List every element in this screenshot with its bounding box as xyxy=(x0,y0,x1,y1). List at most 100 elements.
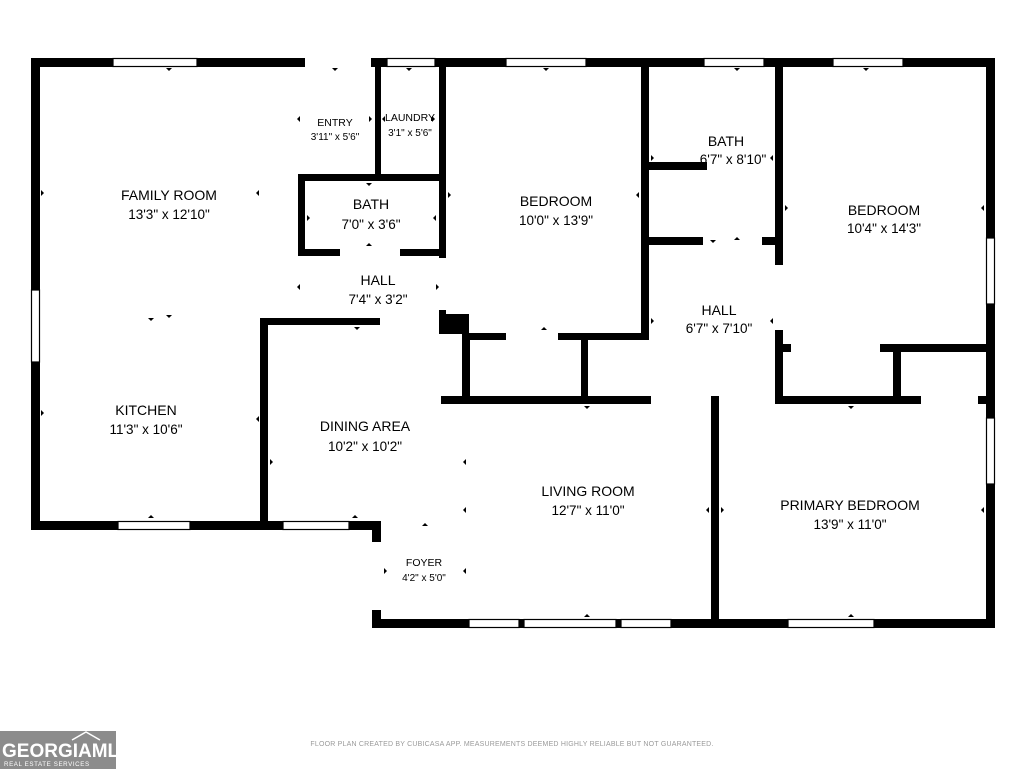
bath-2-label: BATH xyxy=(708,133,744,149)
dimension-tick xyxy=(770,155,773,161)
dimension-tick xyxy=(354,327,360,330)
wall-outer-right xyxy=(986,58,995,628)
dimension-tick xyxy=(848,614,854,617)
logo-sub-text: REAL ESTATE SERVICES xyxy=(4,761,90,768)
wall-bedroom1-bottom-a xyxy=(462,333,506,340)
dimension-tick xyxy=(541,327,547,330)
dimension-tick xyxy=(463,507,466,513)
logo-main-text: GEORGIAMLS xyxy=(2,741,132,762)
dimension-tick xyxy=(297,116,300,122)
dimension-tick xyxy=(981,507,984,513)
wall-primary-top-right xyxy=(978,396,995,404)
door-foyer-left xyxy=(372,542,381,610)
dimension-tick xyxy=(770,318,773,324)
wall-closet-mid xyxy=(581,333,588,403)
dimension-tick xyxy=(433,215,436,221)
window-family-top xyxy=(112,57,198,68)
walls xyxy=(31,58,995,628)
bath-1-dims: 7'0" x 3'6" xyxy=(341,217,400,232)
wall-bedroom1-right xyxy=(641,58,649,340)
dimension-tick xyxy=(734,68,740,71)
door-bedroom1-hall xyxy=(439,258,446,310)
door-entry-top xyxy=(305,58,371,67)
dimension-tick xyxy=(422,523,428,526)
dimension-tick xyxy=(166,315,172,318)
family-room-label: FAMILY ROOM xyxy=(121,187,217,203)
dimension-tick xyxy=(706,507,709,513)
dimension-tick xyxy=(270,459,273,465)
room-labels: FAMILY ROOM 13'3" x 12'10" KITCHEN 11'3"… xyxy=(109,112,921,584)
dimension-ticks xyxy=(41,68,984,617)
window-primary-right xyxy=(985,417,996,485)
wall-bath1-top xyxy=(298,174,445,181)
hall-1-label: HALL xyxy=(360,272,395,288)
dimension-tick xyxy=(463,568,466,574)
bedroom-1-label: BEDROOM xyxy=(520,193,592,209)
wall-dining-top xyxy=(260,318,380,325)
door-closet2-right xyxy=(921,396,978,404)
dimension-tick xyxy=(584,614,590,617)
door-bedroom2-left xyxy=(775,265,783,330)
hall-2-dims: 6'7" x 7'10" xyxy=(686,321,753,336)
wall-primary-top xyxy=(775,396,921,404)
primary-bedroom-dims: 13'9" x 11'0" xyxy=(813,517,886,532)
primary-bedroom-label: PRIMARY BEDROOM xyxy=(780,497,920,513)
window-bedroom1-top xyxy=(505,57,587,68)
wall-bath2-bottom-b xyxy=(762,237,782,245)
bedroom-1-dims: 10'0" x 13'9" xyxy=(519,213,593,228)
dimension-tick xyxy=(332,68,338,71)
dimension-tick xyxy=(651,318,654,324)
dimension-tick xyxy=(366,183,372,186)
wall-bedroom1-bottom-b xyxy=(558,333,649,340)
dimension-tick xyxy=(384,568,387,574)
window-bedroom2-top xyxy=(832,57,904,68)
dimension-tick xyxy=(436,284,439,290)
living-room-label: LIVING ROOM xyxy=(541,483,634,499)
living-room-dims: 12'7" x 11'0" xyxy=(551,503,624,518)
entry-label: ENTRY xyxy=(317,117,352,129)
window-living-bottom-2 xyxy=(523,618,617,629)
wall-bedroom2-left xyxy=(775,58,783,404)
entry-dims: 3'11" x 5'6" xyxy=(311,132,360,143)
dimension-tick xyxy=(463,459,466,465)
hall-1-dims: 7'4" x 3'2" xyxy=(348,292,407,307)
dimension-tick xyxy=(848,406,854,409)
dimension-tick xyxy=(166,68,172,71)
disclaimer-text: FLOOR PLAN CREATED BY CUBICASA APP. MEAS… xyxy=(310,741,713,748)
door-bedroom1-bottom xyxy=(506,333,558,340)
window-living-bottom-3 xyxy=(620,618,672,629)
windows xyxy=(30,57,996,629)
wall-outer-bottom-left xyxy=(31,521,381,530)
dimension-tick xyxy=(863,68,869,71)
door-bath2-bottom xyxy=(703,237,762,245)
bedroom-2-dims: 10'4" x 14'3" xyxy=(847,221,921,236)
door-gaps xyxy=(305,58,978,610)
bath-2-dims: 6'7" x 8'10" xyxy=(700,152,767,167)
dimension-tick xyxy=(651,155,654,161)
window-family-left xyxy=(30,289,41,363)
dimension-tick xyxy=(256,416,259,422)
bath-1-label: BATH xyxy=(353,196,389,212)
window-dining-bottom xyxy=(282,520,350,531)
dimension-tick xyxy=(543,68,549,71)
dimension-tick xyxy=(406,68,412,71)
dimension-tick xyxy=(584,406,590,409)
dimension-tick xyxy=(41,410,44,416)
laundry-label: LAUNDRY xyxy=(385,112,435,124)
window-bath2-top xyxy=(703,57,765,68)
wall-kitchen-dining xyxy=(260,318,268,530)
dimension-tick xyxy=(785,205,788,211)
dimension-tick xyxy=(981,205,984,211)
kitchen-dims: 11'3" x 10'6" xyxy=(109,422,182,437)
logo-roof-icon xyxy=(71,731,101,741)
wall-entry-laundry xyxy=(375,58,381,178)
dimension-tick xyxy=(636,192,639,198)
wall-bedroom2-bottom xyxy=(880,344,995,352)
dimension-tick xyxy=(297,284,300,290)
window-bedroom2-right xyxy=(985,237,996,305)
dimension-tick xyxy=(710,240,716,243)
dimension-tick xyxy=(307,215,310,221)
wall-bedroom1-corner xyxy=(439,314,469,334)
dimension-tick xyxy=(148,515,154,518)
